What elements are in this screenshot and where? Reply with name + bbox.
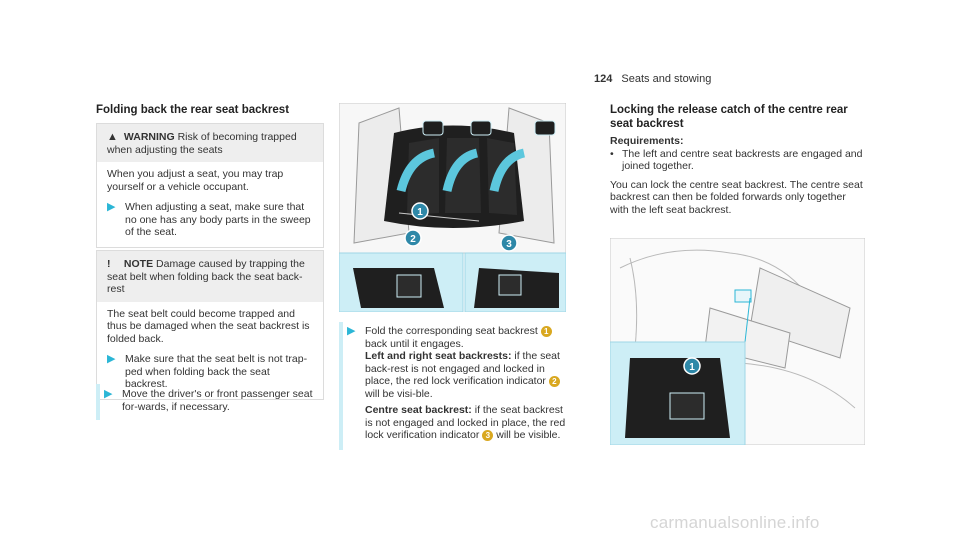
note-body: The seat belt could become trapped and t… [97,302,323,399]
arrow-icon: ▶ [107,353,116,365]
requirements-label: Requirements: [610,135,684,147]
exclamation-icon: ! [107,258,111,270]
right-text: Requirements: • The left and centre seat… [610,135,865,216]
step-marker [339,322,343,450]
step-marker [96,384,100,420]
arrow-icon: ▶ [347,325,356,337]
callout-1: 1 [689,362,695,373]
catch-drawing: 1 [609,237,866,446]
left-right-tail: will be visi-ble. [365,387,433,400]
fold-step-text: Fold the corresponding seat backrest [365,325,538,337]
note-step: ▶ Make sure that the seat belt is not tr… [107,353,313,391]
badge-1: 1 [540,325,552,337]
left-right-para: Left and right seat backrests: if the se… [365,350,567,400]
arrow-icon: ▶ [104,388,113,400]
centre-text: if the seat backrest is not engaged and … [365,404,566,441]
callout-3: 3 [506,239,512,250]
warning-headline: Risk of becoming trapped when adjusting … [107,131,297,156]
right-body: You can lock the centre seat backrest. T… [610,178,863,216]
fold-step-tail: back until it engages. [365,337,464,350]
note-headline: Damage caused by trapping the seat belt … [107,258,305,295]
warning-label: WARNING [123,131,175,143]
centre-label: Centre seat backrest: [365,404,472,416]
centre-para: Centre seat backrest: if the seat backre… [365,404,567,442]
left-title: Folding back the rear seat backrest [96,104,290,116]
warning-body: When you adjust a seat, you may trap you… [97,162,323,247]
warning-step: ▶ When adjusting a seat, make sure that … [107,201,313,239]
release-catch-illustration: 1 [609,237,866,446]
left-right-label: Left and right seat backrests: [365,350,512,362]
note-step-text: Make sure that the seat belt is not trap… [125,353,308,390]
callout-1: 1 [417,207,423,218]
warning-box: ▲ WARNING Risk of becoming trapped when … [96,123,324,248]
watermark: carmanualsonline.info [650,513,820,532]
fold-step: ▶ Fold the corresponding seat backrest 1… [347,325,567,350]
bullet-icon: • [610,147,614,160]
middle-steps: ▶ Fold the corresponding seat backrest 1… [347,325,567,442]
right-title: Locking the release catch of the centre … [610,104,848,130]
left-step-text: Move the driver's or front passenger sea… [122,388,313,413]
warning-icon: ▲ [107,131,118,143]
left-right-text: if the seat back-rest is not engaged and… [365,350,560,387]
left-step: ▶ Move the driver's or front passenger s… [104,388,322,413]
badge-3: 3 [482,429,494,441]
callout-2: 2 [410,234,416,245]
note-box: ! NOTE Damage caused by trapping the sea… [96,250,324,400]
rear-seat-illustration: 1 2 3 [338,102,567,313]
warning-step-text: When adjusting a seat, make sure that no… [125,201,311,238]
note-text: The seat belt could become trapped and t… [107,307,310,345]
seat-drawing: 1 2 3 [338,102,567,313]
requirement-text: The left and centre seat backrests are e… [622,147,863,173]
warning-head: ▲ WARNING Risk of becoming trapped when … [97,124,323,162]
page-header: 124 Seats and stowing [594,73,711,85]
section-title: Seats and stowing [621,73,712,85]
centre-tail: will be visible. [496,429,561,441]
requirement-item: • The left and centre seat backrests are… [610,148,865,173]
note-label: NOTE [123,258,154,270]
note-head: ! NOTE Damage caused by trapping the sea… [97,251,323,302]
warning-text: When you adjust a seat, you may trap you… [107,168,284,193]
arrow-icon: ▶ [107,201,116,213]
badge-2: 2 [548,375,560,387]
page-number: 124 [594,73,613,85]
